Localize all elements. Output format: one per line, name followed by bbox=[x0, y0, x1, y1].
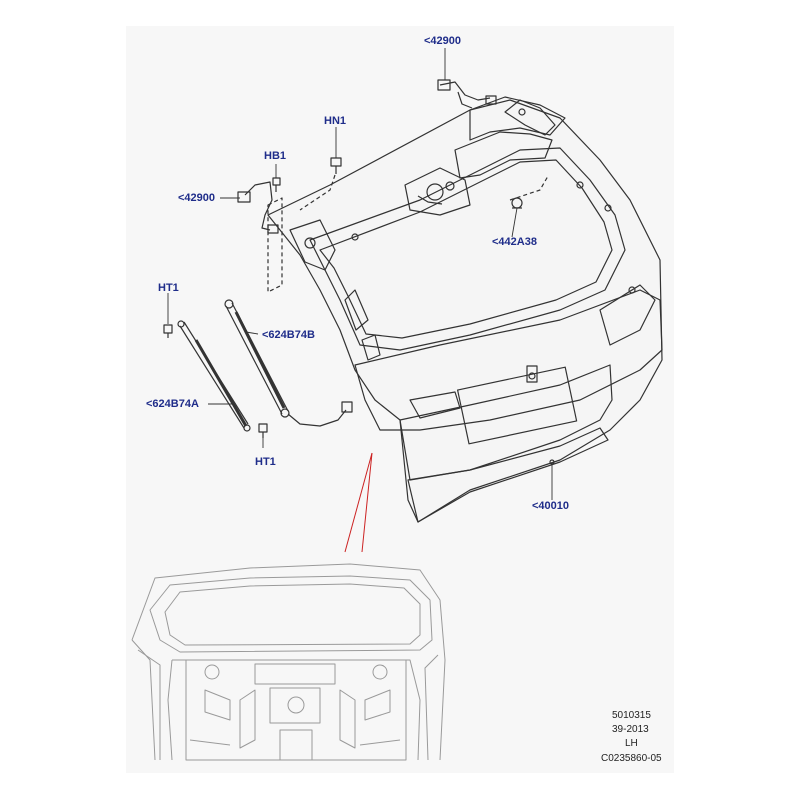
hb1-bolt bbox=[272, 177, 281, 192]
callout-624b74b[interactable]: <624B74B bbox=[262, 329, 315, 341]
callout-442a38[interactable]: <442A38 bbox=[492, 236, 537, 248]
ht1-stud-top bbox=[163, 324, 173, 338]
callout-42900-left[interactable]: <42900 bbox=[178, 192, 216, 204]
callout-leaders bbox=[167, 48, 553, 500]
callout-42900-top[interactable]: <42900 bbox=[424, 35, 462, 47]
reference-side: LH bbox=[625, 738, 638, 749]
gas-strut-624b74a bbox=[177, 320, 251, 432]
callout-ht1-top[interactable]: HT1 bbox=[158, 282, 179, 294]
callout-624b74a[interactable]: <624B74A bbox=[146, 398, 199, 410]
reference-code-1: 5010315 bbox=[612, 710, 651, 721]
callout-ht1-bottom[interactable]: HT1 bbox=[255, 456, 276, 468]
ht1-stud-bottom bbox=[258, 423, 268, 438]
reference-date: 39-2013 bbox=[612, 724, 649, 735]
harness-top bbox=[437, 79, 497, 109]
tailgate-panel bbox=[267, 96, 663, 523]
callout-40010[interactable]: <40010 bbox=[532, 500, 570, 512]
hn1-nut bbox=[330, 157, 342, 174]
vehicle-location-view bbox=[131, 563, 446, 761]
location-pointer bbox=[344, 452, 373, 553]
harness-left bbox=[237, 181, 283, 293]
reference-code-2: C0235860-05 bbox=[601, 753, 662, 764]
callout-hb1[interactable]: HB1 bbox=[264, 150, 287, 162]
gas-strut-624b74b bbox=[224, 299, 353, 427]
callout-hn1[interactable]: HN1 bbox=[324, 115, 347, 127]
